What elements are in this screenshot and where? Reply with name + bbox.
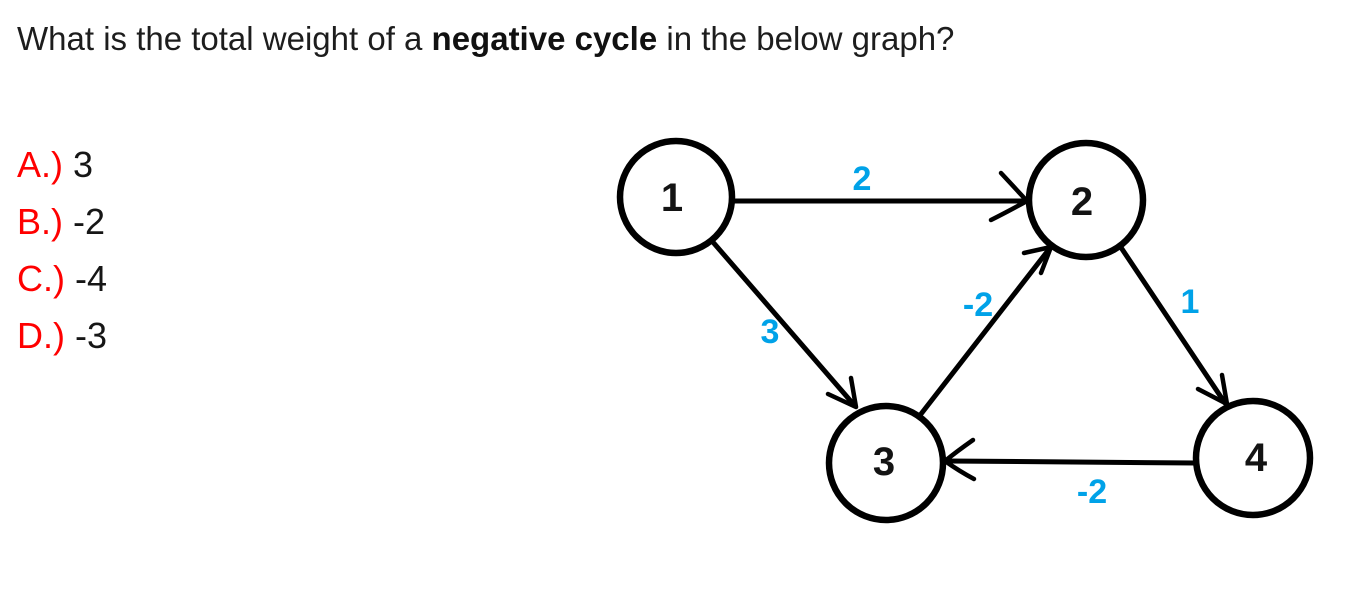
edge-4-3-weight: -2 xyxy=(1077,473,1107,511)
node-1-label: 1 xyxy=(661,176,683,220)
edge-1-3-weight: 3 xyxy=(761,313,780,351)
edge-4-3 xyxy=(944,458,1199,466)
option-a: A.)3 xyxy=(17,136,107,193)
edge-3-2-arrowhead-icon xyxy=(1021,244,1054,276)
option-b-value: -2 xyxy=(73,201,106,242)
edge-2-4-arrowhead-icon xyxy=(1195,372,1230,407)
edge-1-2-weight: 2 xyxy=(853,160,872,198)
edge-1-2-arrowhead-icon xyxy=(988,170,1030,223)
edge-4-3-arrowhead-icon xyxy=(942,437,977,482)
options-list: A.)3 B.)-2 C.)-4 D.)-3 xyxy=(17,136,107,364)
edge-1-3-arrowhead-icon xyxy=(825,375,859,410)
node-3-label: 3 xyxy=(873,440,895,484)
option-c-letter: C.) xyxy=(17,258,65,299)
question-title: What is the total weight of a negative c… xyxy=(17,20,954,58)
option-a-value: 3 xyxy=(73,144,94,185)
question-suffix: in the below graph? xyxy=(657,20,955,57)
edge-1-3 xyxy=(709,238,858,409)
question-prefix: What is the total weight of a xyxy=(17,20,432,57)
edge-2-4-weight: 1 xyxy=(1181,283,1200,321)
option-d-letter: D.) xyxy=(17,315,65,356)
option-c: C.)-4 xyxy=(17,250,107,307)
node-1-circle xyxy=(616,137,736,257)
option-d: D.)-3 xyxy=(17,307,107,364)
node-4-circle xyxy=(1192,397,1314,519)
edge-2-4 xyxy=(1117,243,1228,406)
option-b: B.)-2 xyxy=(17,193,107,250)
question-bold-term: negative cycle xyxy=(431,20,658,57)
node-2-label: 2 xyxy=(1071,180,1093,224)
option-d-value: -3 xyxy=(75,315,108,356)
option-b-letter: B.) xyxy=(17,201,64,242)
node-2-circle xyxy=(1025,139,1147,261)
edge-3-2 xyxy=(918,245,1053,417)
edge-3-2-weight: -2 xyxy=(963,286,993,324)
option-a-letter: A.) xyxy=(17,144,64,185)
node-3-circle xyxy=(825,402,947,524)
node-4-label: 4 xyxy=(1245,436,1268,480)
option-c-value: -4 xyxy=(75,258,108,299)
